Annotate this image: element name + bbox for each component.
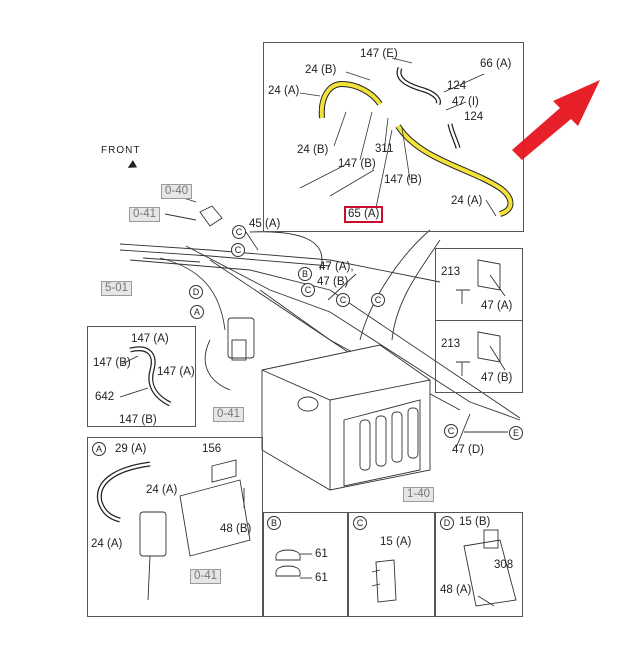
hose-147b-bot[interactable]: 147 (B) (119, 414, 157, 426)
bracket-b-47b[interactable]: 47 (B) (481, 372, 513, 384)
part-24b-top[interactable]: 24 (B) (305, 64, 337, 76)
hose-147a-mid[interactable]: 147 (A) (157, 366, 195, 378)
part-47i[interactable]: 47 (I) (452, 96, 479, 108)
pointer-arrow (512, 80, 600, 160)
view-a-24a-bot[interactable]: 24 (A) (91, 538, 123, 550)
ref-0-41-top[interactable]: 0-41 (129, 207, 161, 222)
marker-c-4[interactable]: C (336, 293, 350, 307)
view-b-61-top[interactable]: 61 (315, 548, 328, 560)
view-d-title: D (440, 516, 454, 530)
part-311[interactable]: 311 (375, 143, 394, 155)
view-b-61-bot[interactable]: 61 (315, 572, 328, 584)
part-24b-left[interactable]: 24 (B) (297, 144, 329, 156)
marker-c-3[interactable]: C (301, 283, 315, 297)
marker-c-5[interactable]: C (371, 293, 385, 307)
ref-0-40[interactable]: 0-40 (161, 184, 193, 199)
part-45a[interactable]: 45 (A) (249, 218, 281, 230)
view-a-title: A (92, 442, 106, 456)
bracket-a-47a[interactable]: 47 (A) (481, 300, 513, 312)
view-d-box (435, 512, 523, 617)
ref-1-40[interactable]: 1-40 (403, 487, 435, 502)
part-147e[interactable]: 147 (E) (360, 48, 398, 60)
detail-box-fuel-pipe (263, 42, 524, 232)
part-66a[interactable]: 66 (A) (480, 58, 512, 70)
view-a-48b[interactable]: 48 (B) (220, 523, 252, 535)
view-a-box (87, 437, 263, 617)
view-d-48a[interactable]: 48 (A) (440, 584, 472, 596)
marker-c-6[interactable]: C (444, 424, 458, 438)
view-a-24a-mid[interactable]: 24 (A) (146, 484, 178, 496)
marker-c-2[interactable]: C (231, 243, 245, 257)
part-47a-main[interactable]: 47 (A), (319, 261, 354, 273)
part-24a-left[interactable]: 24 (A) (268, 85, 300, 97)
marker-e[interactable]: E (509, 426, 523, 440)
hose-147b-left[interactable]: 147 (B) (93, 357, 131, 369)
view-c-title: C (353, 516, 367, 530)
bracket-a-213[interactable]: 213 (441, 266, 461, 278)
part-47b-main[interactable]: 47 (B) (317, 276, 349, 288)
part-65a-highlighted[interactable]: 65 (A) (344, 206, 384, 223)
hose-642[interactable]: 642 (95, 391, 115, 403)
part-47d[interactable]: 47 (D) (452, 444, 484, 456)
part-147b-a[interactable]: 147 (B) (338, 158, 376, 170)
ref-5-01[interactable]: 5-01 (101, 281, 133, 296)
view-c-15a[interactable]: 15 (A) (380, 536, 412, 548)
view-d-15b[interactable]: 15 (B) (459, 516, 491, 528)
bracket-box-47b (435, 320, 523, 393)
marker-c-1[interactable]: C (232, 225, 246, 239)
part-124-mid[interactable]: 124 (464, 111, 484, 123)
part-124-top[interactable]: 124 (447, 80, 467, 92)
front-label: FRONT (101, 145, 141, 156)
ref-0-41-mid[interactable]: 0-41 (213, 407, 245, 422)
hose-147a-top[interactable]: 147 (A) (131, 333, 169, 345)
view-c-box (348, 512, 435, 617)
hose-detail-box (87, 326, 196, 427)
part-147b-b[interactable]: 147 (B) (384, 174, 422, 186)
marker-a-main[interactable]: A (190, 305, 204, 319)
marker-b-main[interactable]: B (298, 267, 312, 281)
view-b-title: B (267, 516, 281, 530)
view-a-29a[interactable]: 29 (A) (115, 443, 147, 455)
view-d-308[interactable]: 308 (494, 559, 514, 571)
view-a-156[interactable]: 156 (202, 443, 222, 455)
ref-0-41-bottom[interactable]: 0-41 (190, 569, 222, 584)
marker-d-main[interactable]: D (189, 285, 203, 299)
view-b-box (263, 512, 348, 617)
bracket-b-213[interactable]: 213 (441, 338, 461, 350)
part-24a-right[interactable]: 24 (A) (451, 195, 483, 207)
